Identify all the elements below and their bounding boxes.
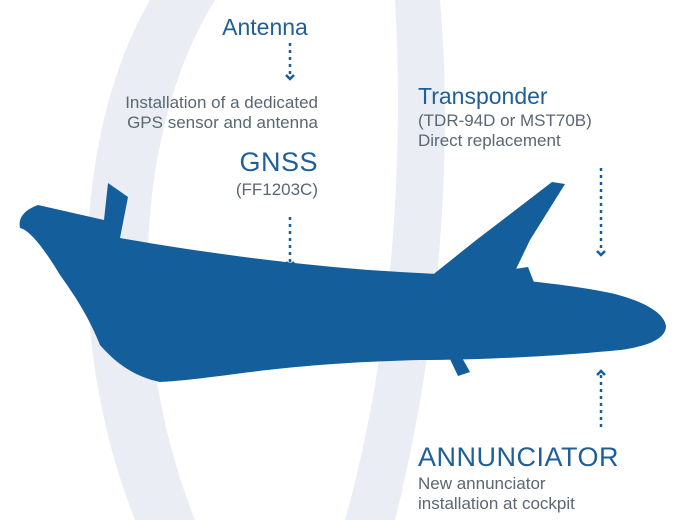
annunciator-description-line-2: installation at cockpit [418,493,575,513]
annunciator-description-line-1: New annunciator [418,474,546,493]
transponder-title: Transponder [418,83,548,109]
antenna-description-line-2: GPS sensor and antenna [127,112,318,132]
annunciator-description: New annunciator installation at cockpit [418,474,575,513]
antenna-title: Antenna [222,14,308,40]
gnss-subtitle: (FF1203C) [235,180,318,199]
gnss-arrow [285,217,295,268]
transponder-arrow [596,168,606,257]
background-swirl [87,0,445,520]
antenna-arrow [285,43,295,81]
antenna-description: Installation of a dedicated GPS sensor a… [125,93,318,132]
aircraft-silhouette-icon [19,182,666,382]
gnss-title: GNSS [239,147,318,177]
antenna-description-line-1: Installation of a dedicated [125,93,318,112]
transponder-description-line-2: Direct replacement [418,130,561,150]
transponder-description: (TDR-94D or MST70B) Direct replacement [418,111,592,150]
annunciator-title: ANNUNCIATOR [418,442,620,472]
transponder-description-line-1: (TDR-94D or MST70B) [418,111,592,130]
annunciator-arrow [596,369,606,430]
